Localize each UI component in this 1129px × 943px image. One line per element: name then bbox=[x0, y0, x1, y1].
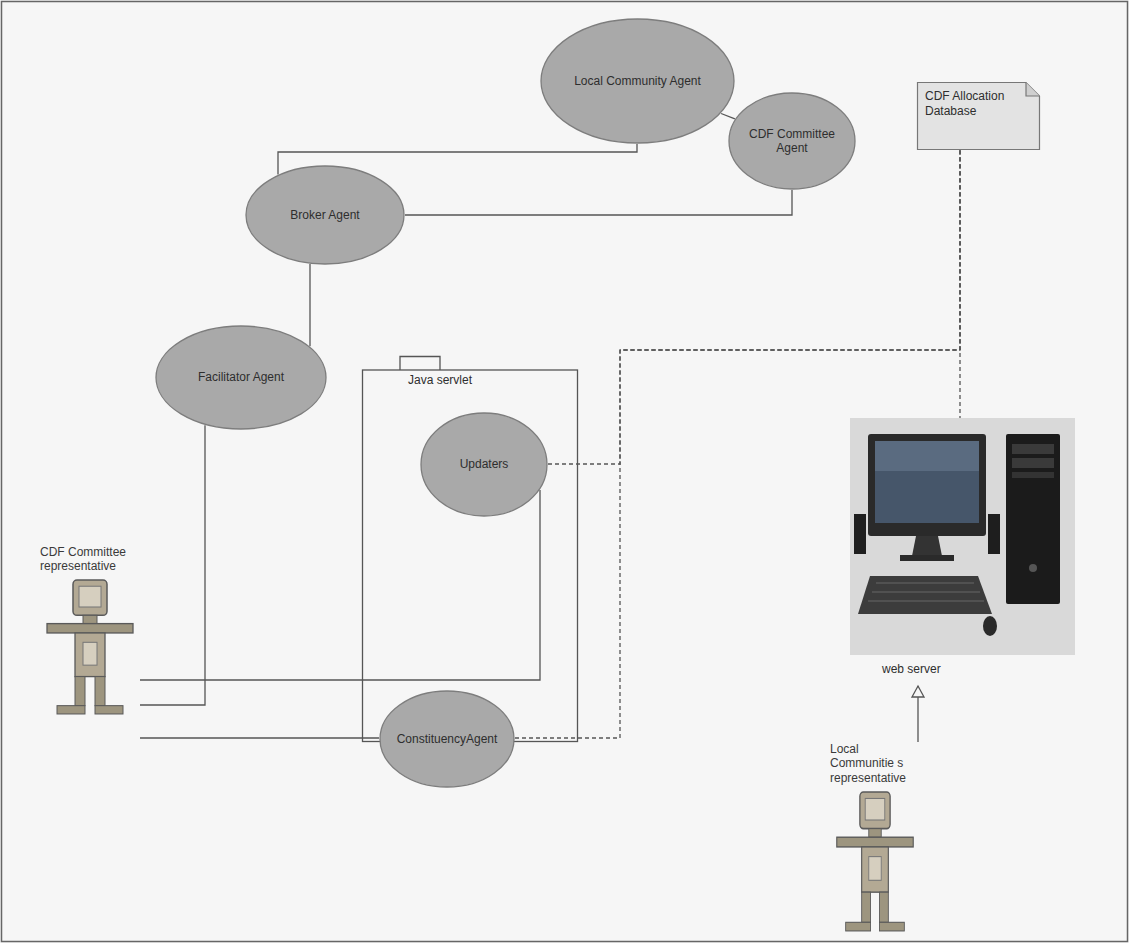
actor-leg bbox=[879, 892, 888, 922]
package-body bbox=[363, 370, 578, 742]
connector bbox=[140, 738, 379, 739]
ellipse-shape bbox=[421, 413, 547, 516]
stick-figure bbox=[47, 580, 133, 714]
web-server: web server bbox=[850, 418, 1075, 686]
actor-face bbox=[865, 798, 885, 820]
actor-figure: CDF Committee representative bbox=[40, 545, 140, 745]
actor-leg bbox=[95, 677, 105, 706]
agent-ellipse: Broker Agent bbox=[245, 165, 405, 265]
connector bbox=[140, 425, 205, 705]
servlet-package: Java servletUpdaters bbox=[362, 356, 578, 742]
drive-bay bbox=[1012, 458, 1054, 468]
connector bbox=[721, 114, 735, 119]
actor-foot bbox=[879, 922, 904, 931]
actor-head bbox=[860, 792, 890, 829]
node-label: CDF Committee Agent bbox=[741, 127, 843, 156]
connector bbox=[548, 150, 960, 464]
screen-glare bbox=[875, 441, 979, 471]
keyboard-keys bbox=[868, 583, 984, 601]
ellipse-shape bbox=[729, 93, 855, 189]
ellipse-shape bbox=[541, 19, 734, 143]
agent-ellipse: CDF Committee Agent bbox=[728, 92, 856, 190]
document-shape bbox=[918, 83, 1040, 150]
node-label: Facilitator Agent bbox=[198, 370, 284, 384]
node-label: CDF Allocation Database bbox=[925, 89, 1032, 119]
document-fold bbox=[1026, 83, 1040, 97]
tower-case bbox=[1006, 434, 1060, 604]
connector-line bbox=[309, 264, 310, 346]
connector bbox=[960, 150, 961, 418]
actor-torso bbox=[862, 847, 889, 892]
dashed-connector bbox=[548, 150, 960, 464]
monitor-stand bbox=[912, 536, 942, 556]
ellipse-shape bbox=[156, 326, 326, 429]
node-outline bbox=[830, 742, 930, 932]
mouse bbox=[983, 616, 997, 636]
stick-figure bbox=[837, 792, 913, 931]
actor-head bbox=[73, 580, 107, 615]
actor-foot bbox=[57, 706, 85, 714]
connector bbox=[140, 490, 540, 680]
actor-figure: Local Communitie s representative bbox=[830, 742, 930, 932]
node-outline bbox=[40, 545, 140, 745]
monitor-base bbox=[900, 555, 954, 561]
monitor-frame bbox=[868, 434, 986, 536]
connector-line bbox=[405, 190, 792, 215]
node-label: Broker Agent bbox=[290, 208, 359, 222]
ellipse-shape bbox=[246, 166, 404, 264]
actor-foot bbox=[846, 922, 871, 931]
speaker bbox=[988, 514, 1000, 554]
actor-label: CDF Committee representative bbox=[40, 545, 136, 574]
connector bbox=[912, 686, 924, 742]
monitor-screen bbox=[875, 441, 979, 523]
connector-line bbox=[140, 425, 205, 705]
actor-foot bbox=[95, 706, 123, 714]
actor-chest bbox=[83, 642, 97, 665]
node-label: Local Community Agent bbox=[574, 74, 701, 88]
connector-line bbox=[140, 490, 540, 680]
node-label: ConstituencyAgent bbox=[397, 732, 498, 746]
database-document: CDF Allocation Database bbox=[917, 82, 1040, 150]
connector-line bbox=[721, 114, 735, 119]
package-tab bbox=[400, 357, 440, 371]
actor-label: Local Communitie s representative bbox=[830, 742, 926, 785]
speaker bbox=[854, 514, 866, 554]
actor-leg bbox=[75, 677, 85, 706]
agent-ellipse: Facilitator Agent bbox=[155, 325, 327, 430]
dashed-connector bbox=[959, 150, 960, 418]
photo-ground bbox=[850, 418, 1075, 655]
actor-neck bbox=[83, 615, 97, 623]
actor-leg bbox=[862, 892, 871, 922]
node-outline bbox=[850, 418, 1075, 686]
package-label: Java servlet bbox=[408, 373, 472, 387]
connector-line bbox=[140, 737, 379, 738]
actor-label: web server bbox=[882, 662, 941, 676]
power-button bbox=[1029, 564, 1037, 572]
actor-torso bbox=[75, 633, 105, 677]
drive-bay bbox=[1012, 472, 1054, 478]
actor-chest bbox=[869, 857, 881, 881]
ellipse-shape bbox=[380, 691, 514, 787]
connector bbox=[310, 264, 311, 346]
actor-arms bbox=[837, 837, 913, 847]
actor-face bbox=[79, 586, 101, 607]
actor-neck bbox=[869, 829, 881, 838]
node-label: Updaters bbox=[460, 457, 509, 471]
agent-ellipse: Local Community Agent bbox=[540, 18, 735, 144]
actor-arms bbox=[47, 624, 133, 633]
agent-ellipse: ConstituencyAgent bbox=[379, 690, 515, 788]
agent-ellipse: Updaters bbox=[420, 412, 548, 517]
connector bbox=[405, 190, 792, 215]
arrowhead bbox=[912, 686, 924, 697]
keyboard bbox=[858, 576, 992, 614]
drive-bay bbox=[1012, 444, 1054, 454]
